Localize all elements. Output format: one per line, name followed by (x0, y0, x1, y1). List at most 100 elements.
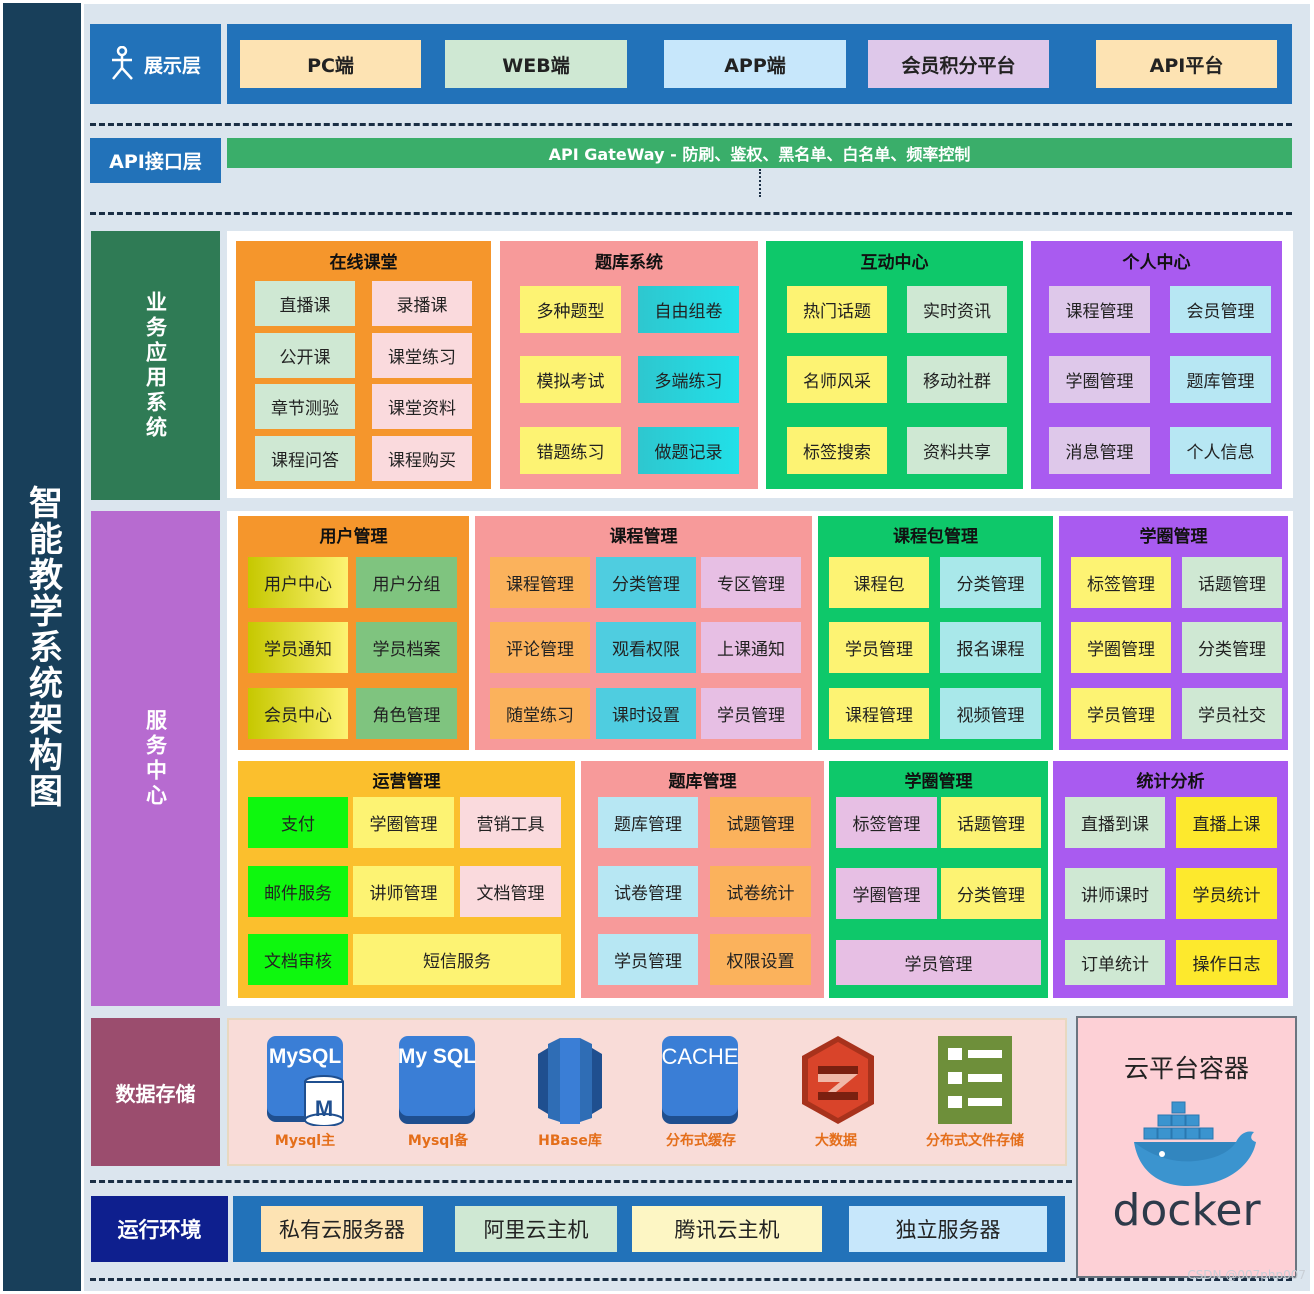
storage-layer-label: 数据存储 (91, 1018, 220, 1166)
runtime-item: 私有云服务器 (261, 1206, 423, 1252)
feature-cell: 做题记录 (638, 427, 739, 474)
runtime-item: 阿里云主机 (455, 1206, 617, 1252)
feature-cell: 话题管理 (941, 797, 1041, 848)
feature-cell: 权限设置 (710, 934, 811, 985)
cache-icon: CACHE (661, 1036, 739, 1124)
feature-cell: 邮件服务 (248, 866, 348, 917)
feature-cell: 录播课 (372, 281, 472, 326)
feature-cell: 直播课 (255, 281, 355, 326)
docker-logo-text: docker (1112, 1184, 1261, 1236)
mysql-master-icon: MySQL M (267, 1036, 344, 1126)
feature-cell: 课堂练习 (372, 333, 472, 378)
feature-cell: 标签搜索 (787, 427, 887, 474)
mysql-master-badge: M (315, 1096, 333, 1121)
feature-cell: 学员档案 (356, 622, 457, 673)
feature-cell: 课时设置 (596, 688, 696, 739)
feature-cell: 评论管理 (490, 622, 590, 673)
business-layer-label: 业务应用系统 (91, 231, 220, 500)
section-title: 题库系统 (595, 252, 663, 273)
storage-caption: Mysql备 (407, 1133, 469, 1149)
feature-cell: 营销工具 (460, 797, 561, 848)
feature-cell: 移动社群 (907, 356, 1007, 403)
feature-cell: 讲师课时 (1065, 868, 1165, 919)
runtime-layer-label: 运行环境 (91, 1196, 228, 1262)
storage-caption: 分布式文件存储 (926, 1133, 1024, 1149)
presentation-layer-label: 展示层 (90, 24, 221, 104)
presentation-layer-text: 展示层 (143, 54, 201, 77)
feature-cell: 操作日志 (1176, 940, 1277, 985)
feature-cell: 题库管理 (1170, 356, 1271, 403)
storage-caption: 分布式缓存 (666, 1133, 736, 1149)
service-layer-label: 服务中心 (91, 511, 220, 1006)
section-title: 课程包管理 (893, 526, 978, 547)
feature-cell: 学圈管理 (1071, 622, 1171, 673)
feature-cell: 模拟考试 (520, 356, 621, 403)
storage-caption: Mysql主 (274, 1133, 336, 1149)
watermark: CSDN @007php007 (1187, 1268, 1306, 1282)
feature-cell: 多端练习 (638, 356, 739, 403)
section-title: 互动中心 (860, 252, 929, 273)
feature-cell: 学圈管理 (1049, 356, 1150, 403)
presentation-item-pc: PC端 (240, 40, 421, 88)
feature-cell: 实时资讯 (907, 286, 1007, 333)
feature-cell: 角色管理 (356, 688, 457, 739)
section-title: 运营管理 (372, 771, 441, 792)
feature-cell: 热门话题 (787, 286, 887, 333)
section-title: 学圈管理 (1139, 526, 1208, 547)
feature-cell: 文档审核 (248, 934, 348, 985)
feature-cell: 用户中心 (248, 557, 348, 608)
feature-cell: 学员管理 (829, 622, 929, 673)
mysql-master-icon-text: MySQL (269, 1045, 342, 1068)
feature-cell: 课堂资料 (372, 384, 472, 429)
mysql-backup-icon-text: My SQL (398, 1045, 476, 1068)
feature-cell: 课程包 (829, 557, 929, 608)
feature-cell: 自由组卷 (638, 286, 739, 333)
section-title: 题库管理 (668, 771, 737, 792)
section-title: 在线课堂 (329, 252, 398, 273)
feature-cell: 专区管理 (701, 557, 801, 608)
feature-cell: 支付 (248, 797, 348, 848)
feature-cell: 个人信息 (1170, 427, 1271, 474)
docker-whale-icon (1134, 1101, 1256, 1186)
feature-cell: 上课通知 (701, 622, 801, 673)
feature-cell: 章节测验 (255, 384, 355, 429)
bigdata-icon (802, 1036, 874, 1124)
file-storage-icon (938, 1036, 1012, 1124)
feature-cell: 分类管理 (940, 557, 1041, 608)
feature-cell: 直播上课 (1176, 797, 1277, 848)
feature-cell: 随堂练习 (490, 688, 590, 739)
cache-icon-text: CACHE (661, 1044, 738, 1069)
feature-cell: 分类管理 (1182, 622, 1282, 673)
feature-cell: 直播到课 (1065, 797, 1165, 848)
feature-cell: 公开课 (255, 333, 355, 378)
feature-cell: 会员管理 (1170, 286, 1271, 333)
feature-cell: 题库管理 (598, 797, 698, 848)
feature-cell: 学圈管理 (836, 868, 937, 919)
mysql-backup-icon: My SQL (398, 1036, 476, 1124)
layer-divider (90, 1180, 1072, 1183)
feature-cell: 课程管理 (490, 557, 590, 608)
hbase-icon (538, 1038, 602, 1124)
feature-cell: 学员管理 (1071, 688, 1171, 739)
feature-cell: 报名课程 (940, 622, 1041, 673)
feature-cell: 学员通知 (248, 622, 348, 673)
presentation-item-app: APP端 (664, 40, 846, 88)
feature-cell: 分类管理 (596, 557, 696, 608)
feature-cell: 资料共享 (907, 427, 1007, 474)
feature-cell: 试卷管理 (598, 866, 698, 917)
feature-cell: 学员管理 (836, 940, 1041, 985)
feature-cell: 名师风采 (787, 356, 887, 403)
feature-cell: 课程管理 (1049, 286, 1150, 333)
feature-cell: 用户分组 (356, 557, 457, 608)
layer-divider (90, 123, 1292, 126)
feature-cell: 学员管理 (701, 688, 801, 739)
section-title: 课程管理 (609, 526, 678, 547)
storage-caption: HBase库 (538, 1133, 602, 1149)
presentation-item-web: WEB端 (445, 40, 627, 88)
feature-cell: 订单统计 (1065, 940, 1165, 985)
storage-panel (227, 1018, 1067, 1166)
feature-cell: 课程管理 (829, 688, 929, 739)
feature-cell: 课程问答 (255, 436, 355, 481)
feature-cell: 错题练习 (520, 427, 621, 474)
runtime-item: 腾讯云主机 (632, 1206, 822, 1252)
